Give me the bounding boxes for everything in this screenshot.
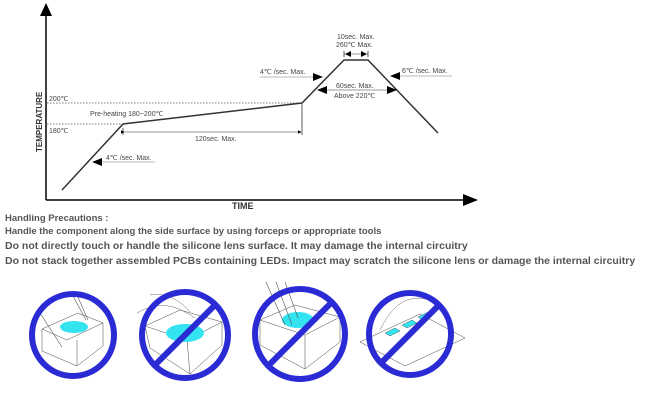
precaution-line-3: Do not stack together assembled PCBs con… <box>5 255 636 267</box>
reflow-temp-label: Above 220℃ <box>334 93 375 100</box>
peak-time-ticks <box>343 51 369 57</box>
no-forceps-on-lens-icon <box>252 281 348 382</box>
peak-time-label: 10sec. Max. <box>337 34 375 41</box>
temp-200-label: 200℃ <box>49 96 69 103</box>
y-axis-arrow-icon <box>40 3 52 16</box>
temperature-profile-line <box>61 59 439 191</box>
ramp-up-1-arrow-icon <box>92 158 102 166</box>
preheat-time-label: 120sec. Max. <box>195 136 237 143</box>
peak-temp-label: 260℃ Max. <box>336 42 373 49</box>
no-finger-touch-icon <box>136 289 231 381</box>
peak-arrows-icon <box>345 51 367 57</box>
no-stacking-pcbs-icon <box>359 290 466 378</box>
ramp-down-arrow-icon <box>390 72 400 80</box>
precaution-line-1: Handle the component along the side surf… <box>5 226 382 237</box>
ramp-up-2-label: 4℃ /sec. Max. <box>260 69 306 76</box>
x-axis-arrow-icon <box>463 194 478 206</box>
reflow-arrows-icon <box>317 86 397 94</box>
x-axis-label: TIME <box>232 201 254 211</box>
reflow-time-label: 60sec. Max. <box>336 83 374 90</box>
ramp-up-2-arrow-icon <box>313 73 323 81</box>
ramp-down-label: 6℃ /sec. Max. <box>402 68 448 75</box>
temp-180-label: 180℃ <box>49 128 69 135</box>
y-axis-label: TEMPERATURE <box>35 91 44 152</box>
precautions-title: Handling Precautions : <box>5 213 109 224</box>
preheat-label: Pre-heating 180~200℃ <box>90 111 164 118</box>
ramp-up-1-label: 4℃ /sec. Max. <box>106 155 152 162</box>
precaution-line-2: Do not directly touch or handle the sili… <box>5 240 468 252</box>
handle-side-with-forceps-ok-icon <box>29 291 117 379</box>
